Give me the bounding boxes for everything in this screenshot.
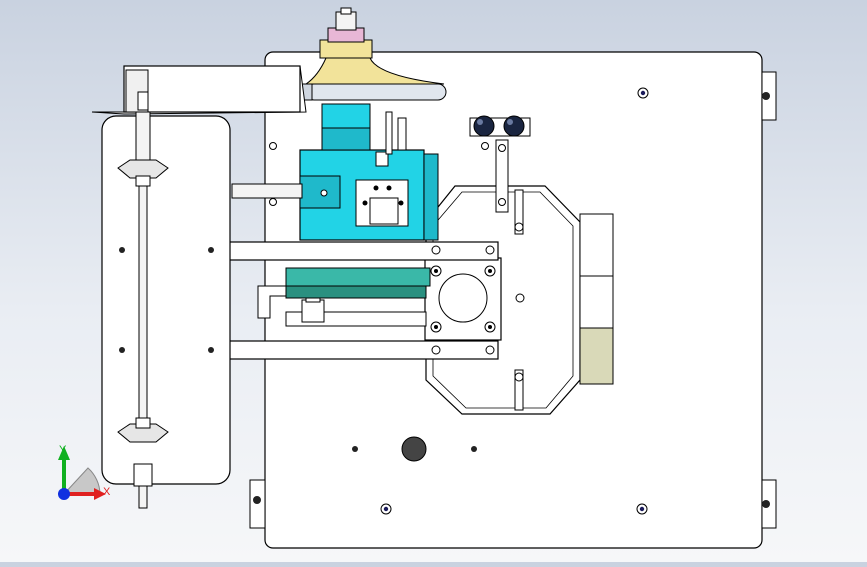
- coordinate-triad: Y X: [58, 444, 111, 500]
- cyan-carriage[interactable]: [285, 103, 439, 299]
- triad-y-label: Y: [59, 444, 67, 456]
- side-shaft: [231, 183, 303, 199]
- horizontal-arms[interactable]: [227, 241, 499, 360]
- triad-z-axis: [58, 488, 70, 500]
- left-panel[interactable]: [101, 115, 231, 485]
- vertical-link[interactable]: [495, 139, 509, 213]
- top-belt[interactable]: [295, 83, 447, 101]
- motor-flange[interactable]: [424, 257, 502, 341]
- triad-x-label: X: [103, 486, 111, 498]
- vertical-shaft[interactable]: [117, 111, 169, 509]
- dark-knobs[interactable]: [469, 115, 531, 137]
- top-pulley[interactable]: [304, 7, 445, 85]
- top-motor-housing[interactable]: [91, 65, 307, 115]
